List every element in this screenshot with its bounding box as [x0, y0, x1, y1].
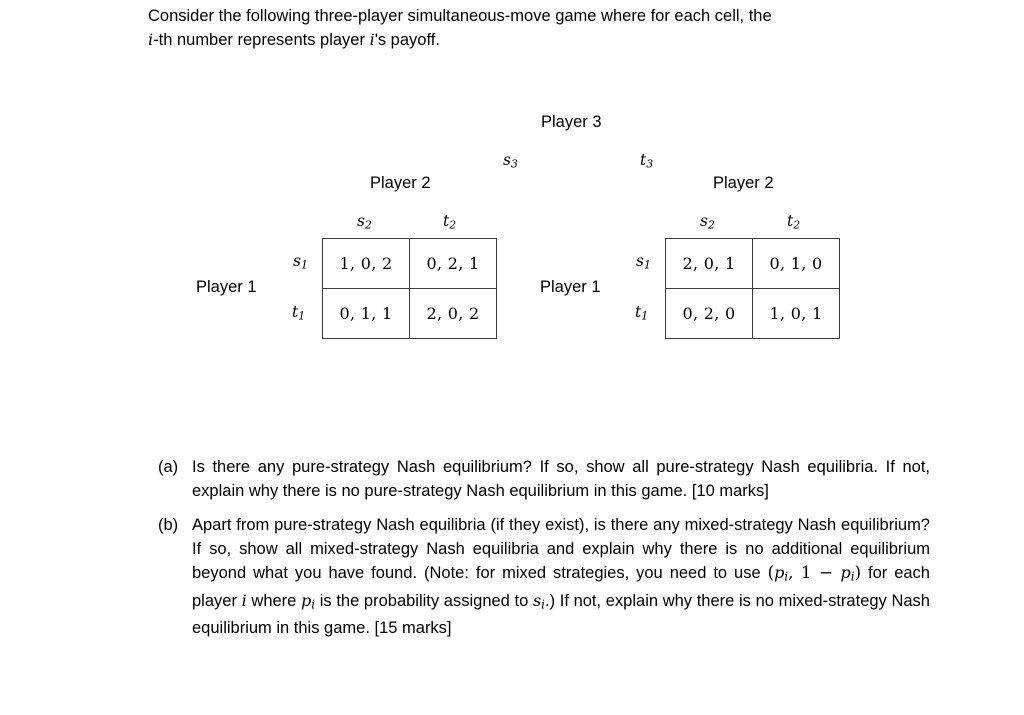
player3-title: Player 3 — [541, 113, 602, 131]
right-row-header-t1: t1 — [635, 303, 649, 323]
payoff-matrix-left: 1, 0, 2 0, 2, 1 0, 1, 1 2, 0, 2 — [322, 238, 497, 339]
question-text-b-part1: Apart from pure-strategy Nash equilibria… — [192, 516, 930, 582]
payoff-matrix-right: 2, 0, 1 0, 1, 0 0, 2, 0 1, 0, 1 — [665, 238, 840, 339]
intro-paragraph: Consider the following three-player simu… — [148, 5, 930, 52]
question-b-math-p3: p — [301, 591, 312, 611]
question-item-a: (a) Is there any pure-strategy Nash equi… — [158, 456, 930, 503]
question-b-math-i: i — [241, 591, 247, 611]
question-b-math-s: s — [532, 591, 542, 611]
table-row: 1, 0, 2 0, 2, 1 — [322, 238, 497, 289]
question-b-math-p1: p — [774, 563, 785, 582]
intro-line-2-after: 's payoff. — [374, 31, 440, 49]
question-marker-a: (a) — [158, 458, 179, 476]
left-row-header-s1: s1 — [293, 252, 308, 272]
question-b-math-mid: , 1 − — [788, 563, 841, 582]
left-player2-title: Player 2 — [370, 174, 431, 192]
question-b-math-p3-sub: i — [311, 597, 316, 612]
question-text-b-part5: .) If not, explain why there is no mixed… — [192, 592, 930, 638]
question-b-math-p1-sub: i — [784, 569, 789, 584]
right-player2-title: Player 2 — [713, 174, 774, 192]
payoff-cell-s1-t2: 0, 1, 0 — [752, 238, 840, 289]
questions-list: (a) Is there any pure-strategy Nash equi… — [158, 456, 930, 652]
right-row-header-s1: s1 — [636, 252, 651, 272]
left-col-header-s2: s2 — [357, 212, 372, 232]
payoff-cell-s1-t2: 0, 2, 1 — [409, 238, 497, 289]
bottom-clipped-line — [150, 711, 930, 715]
payoff-cell-t1-t2: 2, 0, 2 — [409, 288, 497, 339]
right-col-header-t2: t2 — [787, 212, 801, 232]
intro-italic-i-2: i — [369, 30, 375, 49]
question-b-math-p2-sub: i — [850, 569, 855, 584]
right-player1-title: Player 1 — [540, 278, 601, 296]
table-row: 0, 1, 1 2, 0, 2 — [322, 288, 497, 339]
question-text-b-part4: is the probability assigned to — [315, 592, 533, 611]
question-item-b: (b) Apart from pure-strategy Nash equilib… — [158, 514, 930, 641]
player3-strategy-s3: s3 — [503, 151, 518, 171]
question-text-a: Is there any pure-strategy Nash equilibr… — [192, 458, 930, 500]
question-text-b-part2: for each player — [192, 564, 930, 611]
intro-line-2-before: -th number represents player — [153, 31, 370, 49]
payoff-cell-t1-s2: 0, 2, 0 — [665, 288, 753, 339]
intro-italic-i-1: i — [148, 30, 154, 49]
player3-strategy-t3: t3 — [640, 151, 654, 171]
question-marker-b: (b) — [158, 516, 179, 534]
question-b-math-close: ) — [854, 563, 862, 582]
left-row-header-t1: t1 — [292, 303, 306, 323]
payoff-cell-t1-t2: 1, 0, 1 — [752, 288, 840, 339]
question-b-math-p2: p — [840, 563, 851, 582]
table-row: 0, 2, 0 1, 0, 1 — [665, 288, 840, 339]
payoff-cell-s1-s2: 1, 0, 2 — [322, 238, 410, 289]
table-row: 2, 0, 1 0, 1, 0 — [665, 238, 840, 289]
question-b-math-open: ( — [767, 563, 775, 582]
left-player1-title: Player 1 — [196, 278, 257, 296]
question-text-b-part3: where — [246, 592, 302, 611]
game-matrix-figure: Player 3 s3 t3 Player 2 s2 t2 Player 1 s… — [196, 113, 840, 339]
right-col-header-s2: s2 — [700, 212, 715, 232]
payoff-cell-t1-s2: 0, 1, 1 — [322, 288, 410, 339]
question-b-math-s-sub: i — [541, 597, 545, 612]
left-col-header-t2: t2 — [443, 212, 457, 232]
payoff-cell-s1-s2: 2, 0, 1 — [665, 238, 753, 289]
intro-line-1: Consider the following three-player simu… — [148, 7, 772, 25]
